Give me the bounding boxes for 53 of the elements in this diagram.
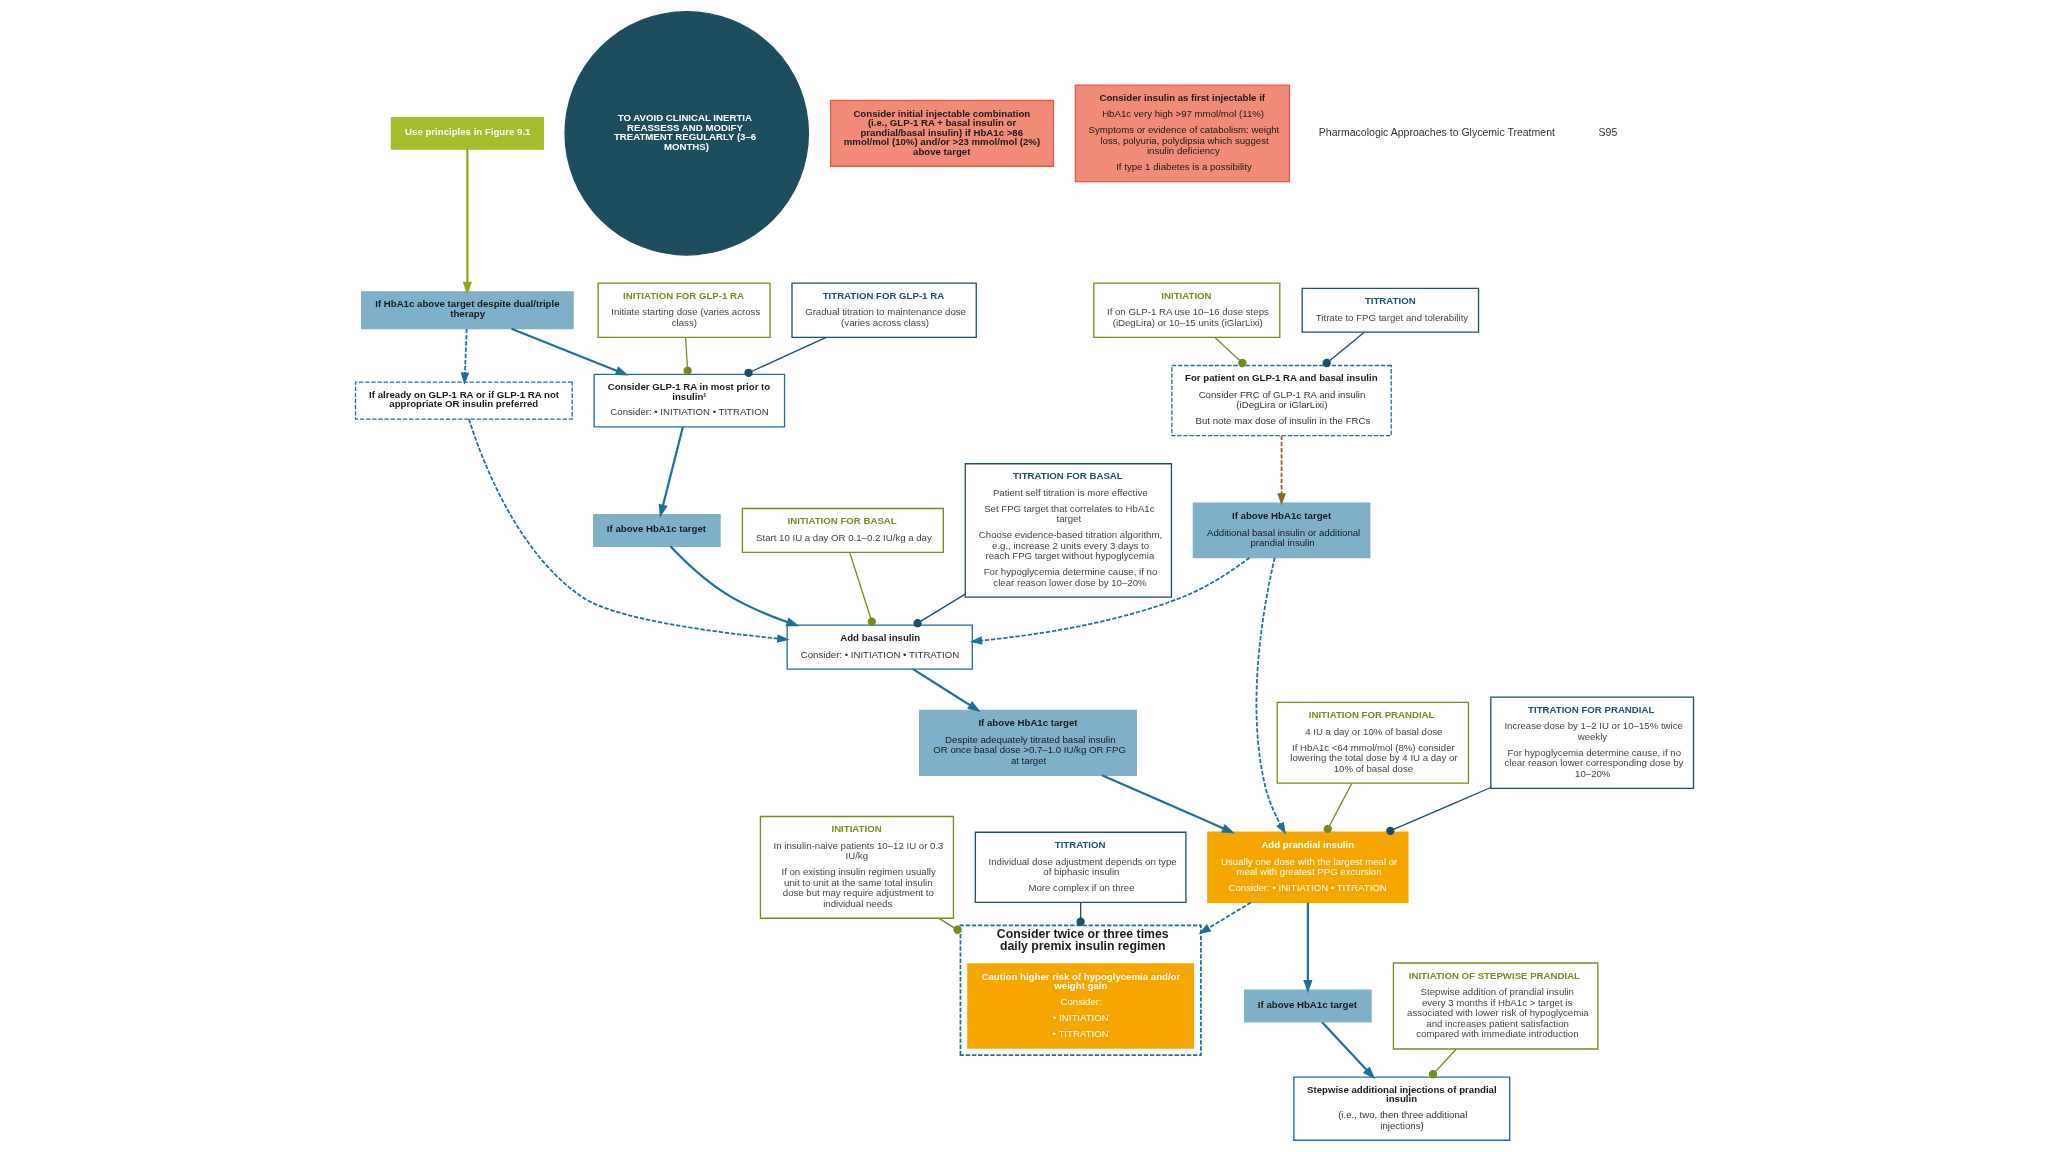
arrow	[510, 327, 629, 376]
node-box: If above HbA1c target Additional basal insulin or additional prandial insulin	[1192, 502, 1370, 559]
arrow	[467, 418, 789, 643]
node-box: INITIATION If on GLP-1 RA use 10–16 dose steps (iDegLira) or 10–15 units (iGlarLixi)	[1092, 282, 1280, 339]
arrow	[1276, 434, 1286, 506]
connector	[1322, 331, 1365, 368]
connector	[682, 336, 692, 375]
connector	[1213, 336, 1246, 368]
node-box: INITIATION FOR PRANDIAL 4 IU a day or 10% of basal dose If HbA1c <64 mmol/mol (8%) consider lowering the total dose by 4 IU a day or 10% of basal dose	[1276, 701, 1469, 784]
arrow	[1302, 902, 1312, 994]
node-box: Add prandial insulin Usually one dose with the largest meal or meal with greatest PPG excursion Consider: • INITIATION • TITRATION	[1206, 831, 1409, 904]
connector	[743, 336, 827, 377]
node-box: INITIATION OF STEPWISE PRANDIAL Stepwise addition of prandial insulin every 3 months if HbA1c > target is associated with lower risk of hypoglycemia and increases patient satisfaction compared with immediate introduction	[1392, 962, 1598, 1050]
node-box: If above HbA1c target	[592, 514, 721, 547]
node-box: TITRATION FOR GLP-1 RA Gradual titration to maintenance dose (varies across class)	[790, 282, 977, 339]
connector	[848, 551, 876, 626]
node-box: Consider insulin as first injectable if HbA1c very high >97 mmol/mol (11%) Symptoms or evidence of catabolism: weight loss, polyuria, polydipsia which suggest insulin deficiency If type 1 diabetes is a possibility	[1074, 84, 1290, 183]
connector	[937, 917, 962, 934]
connector	[912, 593, 966, 628]
node-box: Use principles in Figure 9.1	[390, 116, 544, 150]
connector	[1323, 782, 1353, 834]
node-box: TITRATION Titrate to FPG target and tolerability	[1301, 287, 1479, 333]
arrow	[1100, 774, 1235, 834]
arrow	[1320, 1021, 1375, 1080]
arrow	[911, 668, 981, 712]
arrow	[669, 545, 800, 627]
node-box: If above HbA1c target Despite adequately titrated basal insulin OR once basal dose >0.7–1.0 IU/kg OR FPG at target	[918, 709, 1137, 776]
node-box: If HbA1c above target despite dual/triple therapy	[360, 291, 574, 330]
label: S95	[1598, 126, 1617, 139]
connector	[1385, 786, 1491, 835]
arrow	[460, 328, 469, 385]
node-box: Caution higher risk of hypoglycemia and/or weight gain Consider: • INITIATION • TITRATION	[966, 963, 1194, 1049]
node-circle: TO AVOID CLINICAL INERTIA REASSESS AND MODIFY TREATMENT REGULARLY (3–6 MONTHS)	[563, 11, 809, 256]
connector	[1428, 1048, 1457, 1079]
node-box: For patient on GLP-1 RA and basal insulin Consider FRC of GLP-1 RA and insulin (iDegLira or iGlarLixi) But note max dose of insulin in the FRCs	[1170, 364, 1392, 437]
node-box: If above HbA1c target	[1243, 989, 1372, 1023]
arrow	[1198, 901, 1252, 935]
node-box: INITIATION FOR GLP-1 RA Initiate starting dose (varies across class)	[596, 282, 771, 339]
label: Pharmacologic Approaches to Glycemic Treatment	[1318, 126, 1555, 139]
node-box: INITIATION In insulin-naive patients 10–12 IU or 0.3 IU/kg If on existing insulin regimen usually unit to unit at the same total insulin dose but may require adjustment to individual needs	[759, 815, 954, 919]
node-box: TITRATION FOR BASAL Patient self titration is more effective Set FPG target that correlates to HbA1c target Choose evidence-based titration algorithm, e.g., increase 2 units every 3 days to reach FPG target without hypoglycemia For hypoglycemia determine cause, if no clear reason lower dose by 10–20%	[964, 463, 1172, 598]
arrow	[462, 149, 472, 295]
arrow	[658, 426, 684, 518]
node-box: Stepwise additional injections of prandial insulin (i.e., two, then three additional injections)	[1292, 1076, 1510, 1141]
node-box: If already on GLP-1 RA or if GLP-1 RA not appropriate OR insulin preferred	[354, 381, 573, 420]
arrow	[1255, 556, 1286, 835]
node-box: Consider initial injectable combination (i.e., GLP-1 RA + basal insulin or prandial/basal insulin) if HbA1c >86 mmol/mol (10%) and/or >23 mmol/mol (2%) above target	[829, 99, 1054, 167]
node-box: TITRATION FOR PRANDIAL Increase dose by 1–2 IU or 10–15% twice weekly For hypoglycemia determine cause, if no clear reason lower corresponding dose by 10–20%	[1489, 696, 1694, 790]
arrow	[969, 556, 1250, 645]
node-box: TITRATION Individual dose adjustment depends on type of biphasic insulin More complex if on three	[974, 831, 1187, 904]
node-box: Add basal insulin Consider: • INITIATION • TITRATION	[786, 624, 973, 670]
node-box: Consider GLP-1 RA in most prior to insulin¹ Consider: • INITIATION • TITRATION	[593, 373, 785, 428]
node-box: INITIATION FOR BASAL Start 10 IU a day OR 0.1–0.2 IU/kg a day	[741, 507, 944, 554]
